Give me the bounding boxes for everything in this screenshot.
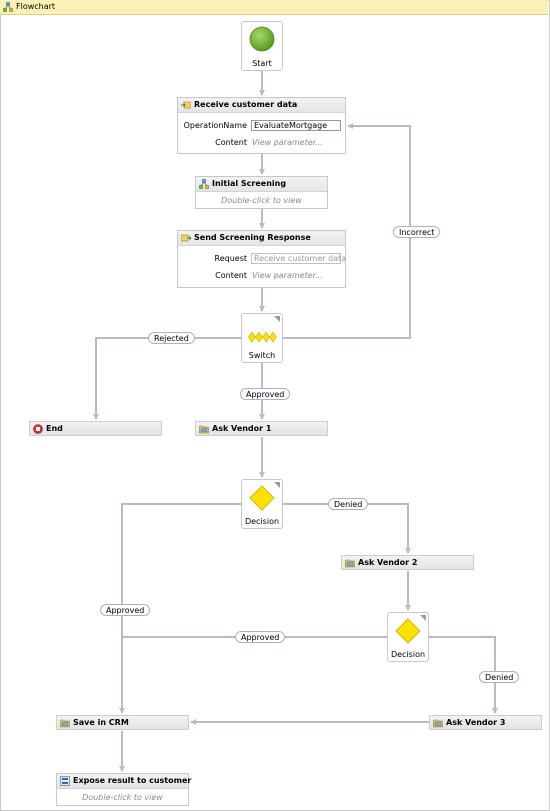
ask-vendor-2-activity[interactable]: Ask Vendor 2 — [341, 555, 474, 570]
vendor1-label: Ask Vendor 1 — [212, 424, 272, 433]
sequence-icon — [60, 776, 70, 786]
decision2-label: Decision — [390, 650, 426, 659]
stop-icon — [33, 424, 43, 434]
start-node[interactable]: Start — [241, 21, 283, 71]
decision2-corner-indicator — [420, 615, 426, 621]
activity-folder-icon — [60, 719, 70, 728]
activity-folder-icon — [199, 425, 209, 434]
activity-folder-icon — [345, 559, 355, 568]
receive-content-label: Content — [215, 138, 247, 147]
save-in-crm-activity[interactable]: Save in CRM — [56, 715, 189, 730]
end-label: End — [46, 424, 63, 433]
screening-header: Initial Screening — [196, 177, 327, 192]
decision-diamond-icon — [249, 485, 275, 511]
edge-label-incorrect[interactable]: Incorrect — [393, 226, 441, 238]
title-bar: Flowchart — [0, 0, 548, 15]
switch-label: Switch — [248, 351, 276, 360]
expose-result-activity[interactable]: Expose result to customer Double-click t… — [56, 773, 192, 806]
start-label: Start — [252, 59, 272, 68]
expose-hint: Double-click to view — [82, 793, 163, 802]
start-icon — [249, 26, 275, 52]
flowchart-title: Flowchart — [16, 2, 56, 11]
receive-header: Receive customer data — [178, 98, 345, 113]
edge-label-denied-2[interactable]: Denied — [479, 671, 520, 683]
end-node[interactable]: End — [29, 421, 162, 436]
send-screening-response-activity[interactable]: Send Screening Response Request Receive … — [177, 230, 346, 288]
vendor2-label: Ask Vendor 2 — [358, 558, 418, 567]
receive-title: Receive customer data — [194, 100, 298, 109]
send-content-link[interactable]: View parameter... — [252, 271, 323, 280]
edge-decision1-denied — [283, 503, 411, 554]
decision-1-node[interactable]: Decision — [241, 479, 283, 529]
switch-icon — [248, 331, 277, 343]
ask-vendor-1-activity[interactable]: Ask Vendor 1 — [195, 421, 328, 436]
screening-title: Initial Screening — [212, 179, 287, 188]
receive-content-link[interactable]: View parameter... — [252, 138, 323, 147]
request-input[interactable]: Receive customer data — [251, 253, 346, 264]
save-label: Save in CRM — [73, 718, 129, 727]
decision1-label: Decision — [244, 517, 280, 526]
flowchart-icon — [3, 2, 13, 12]
edge-decision1-approved — [119, 503, 241, 714]
switch-node[interactable]: Switch — [241, 313, 283, 363]
send-content-label: Content — [215, 271, 247, 280]
activity-folder-icon — [433, 719, 443, 728]
receive-icon — [181, 101, 191, 109]
send-title: Send Screening Response — [194, 233, 311, 242]
decision-diamond-icon — [395, 618, 421, 644]
initial-screening-activity[interactable]: Initial Screening Double-click to view — [195, 176, 328, 209]
operation-name-label: OperationName — [183, 121, 247, 130]
ask-vendor-3-activity[interactable]: Ask Vendor 3 — [429, 715, 542, 730]
edge-label-approved-switch[interactable]: Approved — [240, 388, 291, 400]
decision1-corner-indicator — [274, 482, 280, 488]
decision-2-node[interactable]: Decision — [387, 612, 429, 662]
edge-label-approved-2[interactable]: Approved — [235, 631, 286, 643]
screening-hint: Double-click to view — [221, 196, 302, 205]
edge-label-rejected[interactable]: Rejected — [148, 332, 195, 344]
edge-label-approved-1[interactable]: Approved — [100, 604, 151, 616]
vendor3-label: Ask Vendor 3 — [446, 718, 506, 727]
edge-switch-rejected — [93, 337, 241, 420]
switch-corner-indicator — [274, 316, 280, 322]
request-label: Request — [214, 254, 248, 263]
flowchart-icon — [199, 179, 209, 189]
edge-decision2-denied — [429, 636, 498, 714]
send-reply-icon — [181, 234, 191, 242]
receive-customer-data-activity[interactable]: Receive customer data OperationName Eval… — [177, 97, 346, 154]
edge-label-denied-1[interactable]: Denied — [328, 498, 369, 510]
expose-header: Expose result to customer — [57, 774, 192, 789]
operation-name-input[interactable]: EvaluateMortgage — [251, 120, 341, 131]
send-header: Send Screening Response — [178, 231, 345, 246]
expose-title: Expose result to customer — [73, 776, 192, 785]
